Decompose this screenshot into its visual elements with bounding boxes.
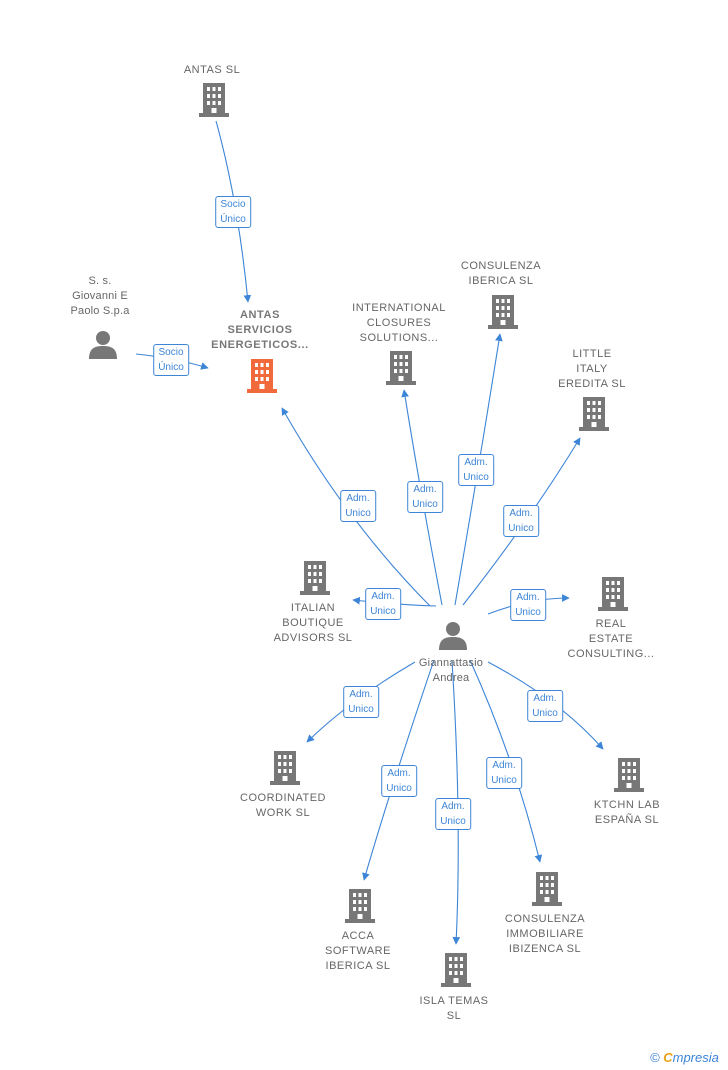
coordinated-building-icon[interactable]: [270, 751, 300, 785]
relation-tag-real-estate[interactable]: Adm. Unico: [510, 589, 546, 621]
coordinated-label[interactable]: COORDINATED WORK SL: [240, 792, 326, 819]
little-italy-label[interactable]: LITTLE ITALY EREDITA SL: [558, 348, 626, 390]
italian-boutique-building-icon[interactable]: [300, 561, 330, 595]
giovanni-label[interactable]: S. s. Giovanni E Paolo S.p.a: [70, 275, 130, 317]
relation-tag-antas-servicios[interactable]: Adm. Unico: [340, 490, 376, 522]
brand-initial: C: [663, 1050, 673, 1065]
giannattasio-label[interactable]: Giannattasio Andrea: [418, 657, 484, 684]
relation-tag-ktchn[interactable]: Adm. Unico: [527, 690, 563, 722]
italian-boutique-label[interactable]: ITALIAN BOUTIQUE ADVISORS SL: [273, 602, 353, 644]
isla-temas-building-icon[interactable]: [441, 953, 471, 987]
antas-servicios-building-icon[interactable]: [247, 359, 277, 393]
relation-tag-acca[interactable]: Adm. Unico: [381, 765, 417, 797]
acca-building-icon[interactable]: [345, 889, 375, 923]
relation-tag-international-closures[interactable]: Adm. Unico: [407, 481, 443, 513]
antas-sl-label[interactable]: ANTAS SL: [183, 64, 241, 76]
acca-label[interactable]: ACCA SOFTWARE IBERICA SL: [325, 930, 391, 972]
copyright-mark: ©: [650, 1050, 660, 1065]
ktchn-label[interactable]: KTCHN LAB ESPAÑA SL: [593, 799, 661, 826]
ktchn-building-icon[interactable]: [614, 758, 644, 792]
relation-tag-consulenza-immobiliare[interactable]: Adm. Unico: [486, 757, 522, 789]
relation-tag-antas-servicios[interactable]: Socio Único: [215, 196, 251, 228]
international-closures-label[interactable]: INTERNATIONAL CLOSURES SOLUTIONS...: [352, 302, 446, 344]
real-estate-building-icon[interactable]: [598, 577, 628, 611]
real-estate-label[interactable]: REAL ESTATE CONSULTING...: [567, 618, 655, 660]
giovanni-person-icon[interactable]: [89, 331, 117, 359]
consulenza-immobiliare-label[interactable]: CONSULENZA IMMOBILIARE IBIZENCA SL: [504, 913, 586, 955]
relation-tag-italian-boutique[interactable]: Adm. Unico: [365, 588, 401, 620]
relation-tag-little-italy[interactable]: Adm. Unico: [503, 505, 539, 537]
empresia-logo: © Cmpresia: [650, 1050, 719, 1065]
relation-tag-coordinated[interactable]: Adm. Unico: [343, 686, 379, 718]
isla-temas-label[interactable]: ISLA TEMAS SL: [419, 995, 489, 1022]
consulenza-immobiliare-building-icon[interactable]: [532, 872, 562, 906]
antas-servicios-label[interactable]: ANTAS SERVICIOS ENERGETICOS...: [211, 309, 309, 351]
antas-sl-building-icon[interactable]: [199, 83, 229, 117]
brand-name: mpresia: [672, 1050, 719, 1065]
international-closures-building-icon[interactable]: [386, 351, 416, 385]
giannattasio-person-icon[interactable]: [439, 622, 467, 650]
relation-tag-antas-servicios[interactable]: Socio Único: [153, 344, 189, 376]
relation-tag-consulenza-iberica[interactable]: Adm. Unico: [458, 454, 494, 486]
little-italy-building-icon[interactable]: [579, 397, 609, 431]
consulenza-iberica-label[interactable]: CONSULENZA IBERICA SL: [460, 260, 542, 287]
relation-tag-isla-temas[interactable]: Adm. Unico: [435, 798, 471, 830]
consulenza-iberica-building-icon[interactable]: [488, 295, 518, 329]
